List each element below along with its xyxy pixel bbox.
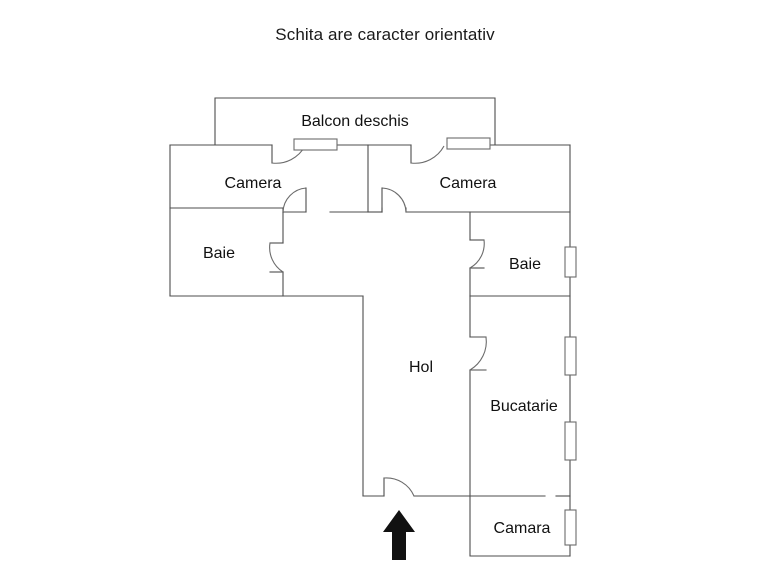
balcony-outline	[214, 97, 496, 146]
apartment-outer-walls	[169, 144, 571, 557]
window-balcony-left	[293, 138, 338, 151]
page-title: Schita are caracter orientativ	[275, 25, 495, 44]
window-bucatarie-lower	[564, 421, 577, 461]
entrance-direction-arrow	[383, 510, 415, 560]
window-bucatarie-upper	[564, 336, 577, 376]
window-baie-right	[564, 246, 577, 278]
interior-walls	[169, 144, 571, 497]
window-balcony-right	[446, 137, 491, 150]
door-arcs	[269, 144, 487, 497]
window-camara	[564, 509, 577, 546]
windows	[293, 137, 577, 546]
